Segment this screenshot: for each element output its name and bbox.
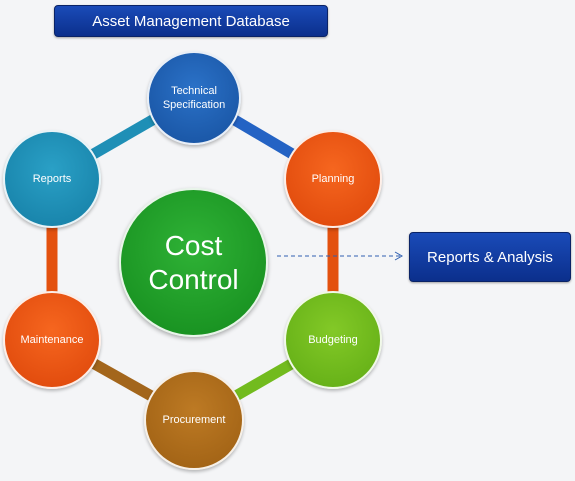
cost-control-center-node: Cost Control (119, 188, 268, 337)
center-label-line2: Control (148, 263, 239, 295)
arrow-head-icon (394, 251, 404, 261)
node-technical-line2: Specification (162, 99, 226, 111)
title-label: Asset Management Database (92, 12, 290, 30)
center-label-line1: Cost (164, 229, 223, 261)
reports-analysis-box: Reports & Analysis (409, 232, 571, 282)
node-technical-line1: Technical (171, 85, 217, 97)
node-budgeting: Budgeting (284, 291, 382, 389)
node-planning-label: Planning (311, 173, 355, 185)
node-maintenance: Maintenance (3, 291, 101, 389)
node-maintenance-label: Maintenance (20, 334, 84, 346)
node-reports-label: Reports (32, 173, 72, 185)
node-reports: Reports (3, 130, 101, 228)
node-technical-specification-label: Technical Specification (163, 84, 225, 112)
node-procurement: Procurement (144, 370, 244, 470)
node-technical-specification: Technical Specification (147, 51, 241, 145)
node-planning: Planning (284, 130, 382, 228)
node-budgeting-label: Budgeting (308, 334, 358, 346)
node-procurement-label: Procurement (162, 414, 226, 426)
asset-management-database-box: Asset Management Database (54, 5, 328, 37)
reports-analysis-label: Reports & Analysis (427, 248, 553, 266)
